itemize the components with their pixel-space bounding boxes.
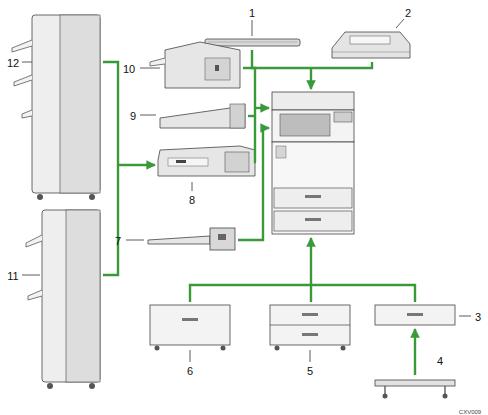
callout-wrap: CXV009 [459, 400, 481, 415]
callout-number: 7 [115, 235, 121, 247]
callout-number: 2 [405, 7, 411, 19]
callout-number: 8 [189, 194, 195, 206]
callout-wrap: 2 [405, 3, 411, 21]
callout-wrap: 3 [475, 307, 481, 325]
callout-number: 9 [130, 110, 136, 122]
callout-number: 10 [123, 63, 135, 75]
internal-finisher [158, 146, 255, 176]
callout-number: 5 [307, 365, 313, 377]
paper-feed-unit-large [150, 305, 230, 351]
callout-wrap: 8 [189, 190, 195, 208]
callout-wrap: 1 [249, 3, 255, 21]
internal-tray [160, 104, 245, 128]
callout-number: 12 [7, 57, 19, 69]
caster-table [375, 380, 455, 399]
callout-wrap: 4 [437, 351, 443, 369]
finisher [26, 210, 100, 389]
booklet-finisher [12, 15, 100, 200]
callout-wrap: 9 [130, 106, 136, 124]
paper-feed-unit-one-tray [375, 305, 455, 325]
callout-number: 3 [475, 311, 481, 323]
callout-number: 1 [249, 7, 255, 19]
document-feeder [332, 32, 410, 58]
figure-code: CXV009 [459, 409, 481, 415]
callout-number: 6 [187, 365, 193, 377]
callout-wrap: 5 [307, 361, 313, 379]
bridge-unit [150, 42, 240, 88]
one-bin-tray [148, 228, 235, 250]
main-unit [272, 92, 354, 234]
callout-wrap: 10 [123, 59, 135, 77]
green-arrows [103, 50, 415, 375]
callout-wrap: 12 [7, 53, 19, 71]
paper-feed-unit-two-tray [270, 305, 350, 351]
callout-wrap: 7 [115, 231, 121, 249]
callout-wrap: 11 [7, 266, 18, 284]
platen-cover [205, 39, 300, 46]
callout-number: 11 [7, 270, 18, 282]
callout-wrap: 6 [187, 361, 193, 379]
callout-number: 4 [437, 355, 443, 367]
